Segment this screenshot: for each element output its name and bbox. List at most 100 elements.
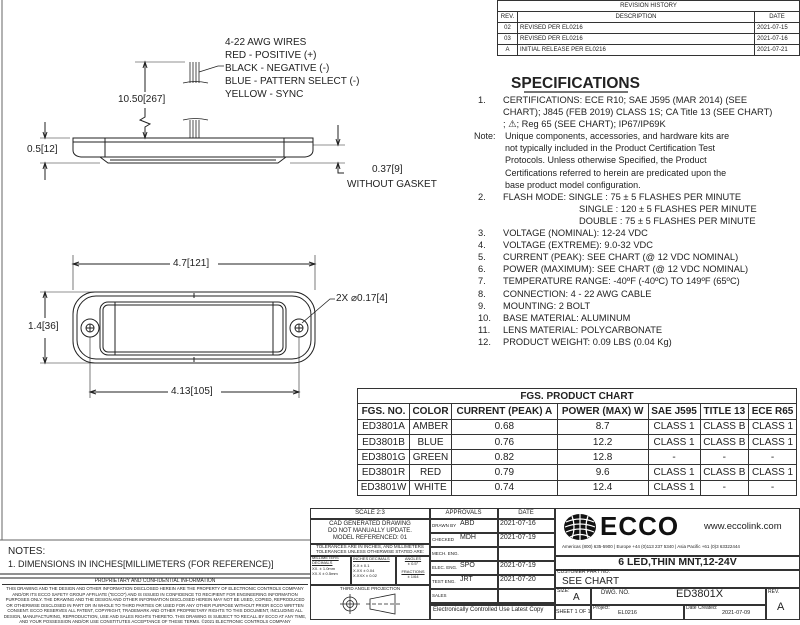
date-created: 2021-07-09 xyxy=(722,610,751,616)
column-header: FGS. NO. xyxy=(356,403,411,420)
spec-item: 7.TEMPERATURE RANGE: -40ºF (-40ºC) TO 14… xyxy=(478,276,740,287)
approval-date: 2021-07-16 xyxy=(500,520,536,527)
table-cell: 0.82 xyxy=(450,449,558,466)
size-label: SIZE: xyxy=(557,588,570,594)
height-without-gasket-dimension: 0.37[9] xyxy=(372,164,403,175)
column-header: POWER (MAX) W xyxy=(556,403,649,420)
customer-part-label: CUSTOMER PART NO. xyxy=(557,569,610,575)
approval-role: DRAWN BY xyxy=(432,523,457,528)
top-view xyxy=(40,255,335,398)
spec-item: 9.MOUNTING: 2 BOLT xyxy=(478,300,591,311)
table-cell: 9.6 xyxy=(556,464,649,481)
table-cell: CLASS B xyxy=(699,464,750,481)
website-link[interactable]: www.eccolink.com xyxy=(704,521,782,532)
table-cell: WHITE xyxy=(409,479,452,497)
table-cell: - xyxy=(699,449,750,466)
wire-callout: 4-22 AWG WIRES RED - POSITIVE (+) BLACK … xyxy=(225,36,359,101)
spec-item: 8.CONNECTION: 4 - 22 AWG CABLE xyxy=(478,288,652,299)
table-cell: - xyxy=(699,479,750,497)
wire-blue: BLUE - PATTERN SELECT (-) xyxy=(225,76,360,87)
header-date: DATE xyxy=(754,11,800,23)
wire-length-dimension: 10.50[267] xyxy=(118,94,166,105)
column-header: COLOR xyxy=(409,403,452,420)
table-cell: AMBER xyxy=(409,418,452,435)
wire-yellow: YELLOW - SYNC xyxy=(225,89,304,100)
notes: NOTES: 1. DIMENSIONS IN INCHES[MILLIMETE… xyxy=(8,545,274,571)
table-cell: - xyxy=(647,449,701,466)
revision-history-title: REVISION HISTORY xyxy=(497,0,800,12)
spec-item: 11.LENS MATERIAL: POLYCARBONATE xyxy=(478,324,663,335)
spec-item: 10.BASE MATERIAL: ALUMINUM xyxy=(478,312,631,323)
date-created-label: Date Created: xyxy=(686,605,718,611)
table-cell: ED3801W xyxy=(356,479,411,497)
side-view xyxy=(40,60,345,180)
table-cell: CLASS B xyxy=(699,418,750,435)
product-chart-title: FGS. PRODUCT CHART xyxy=(357,387,797,405)
table-cell: 12.8 xyxy=(556,449,649,466)
customer-part-number: SEE CHART xyxy=(562,575,620,587)
approvals-header: APPROVALS xyxy=(445,510,482,516)
table-cell: 0.68 xyxy=(450,418,558,435)
drawing-number-label: DWG. NO. xyxy=(601,590,630,596)
table-cell: ED3801R xyxy=(356,464,411,481)
contact-numbers: Americas (800) 635-5900 | Europe +44 (0)… xyxy=(562,544,740,549)
certification-note: Note:Unique components, accessories, and… xyxy=(474,131,730,190)
approval-role: CHECKED xyxy=(432,537,455,542)
ecco-brand: ECCO xyxy=(600,511,680,541)
column-header: ECE R65 xyxy=(748,403,797,420)
table-cell: RED xyxy=(409,464,452,481)
hole-diameter-callout: 2X ⌀0.17[4] xyxy=(336,293,388,304)
height-dimension: 0.5[12] xyxy=(27,144,58,155)
note-item: 1. DIMENSIONS IN INCHES[MILLIMETERS (FOR… xyxy=(8,559,274,569)
table-cell: CLASS 1 xyxy=(647,479,701,497)
column-header: CURRENT (PEAK) A xyxy=(450,403,558,420)
scale: SCALE 2:3 xyxy=(355,510,385,516)
approval-date: 2021-07-19 xyxy=(500,534,536,541)
spec-item: 4.VOLTAGE (EXTREME): 9.0-32 VDC xyxy=(478,240,653,251)
approval-date: 2021-07-19 xyxy=(500,562,536,569)
table-cell: 0.74 xyxy=(450,479,558,497)
table-cell: BLUE xyxy=(409,433,452,451)
approval-role: SALES xyxy=(432,593,447,598)
controlled-copy-notice: Electronically Controlled Use Latest Cop… xyxy=(433,607,544,613)
table-cell: 0.79 xyxy=(450,464,558,481)
tolerance-angles: ANGLES± 0.5°FRACTIONS± 1/64 xyxy=(401,556,425,579)
approval-date: 2021-07-20 xyxy=(500,576,536,583)
notes-title: NOTES: xyxy=(8,546,46,557)
table-cell: - xyxy=(748,449,797,466)
size-value: A xyxy=(573,592,580,603)
approval-initials: MDH xyxy=(460,534,476,541)
without-gasket-label: WITHOUT GASKET xyxy=(347,179,437,190)
ecco-logo-icon xyxy=(564,514,596,540)
specifications-list: 1.CERTIFICATIONS: ECE R10; SAE J595 (MAR… xyxy=(474,94,796,348)
part-description: 6 LED,THIN MNT,12-24V xyxy=(618,556,737,568)
width-dimension: 1.4[36] xyxy=(28,321,59,332)
table-cell: 8.7 xyxy=(556,418,649,435)
table-cell: CLASS 1 xyxy=(748,418,797,435)
table-cell: 0.76 xyxy=(450,433,558,451)
spec-item: 5.CURRENT (PEAK): SEE CHART (@ 12 VDC NO… xyxy=(478,252,739,263)
table-cell: ED3801G xyxy=(356,449,411,466)
table-cell: ED3801A xyxy=(356,418,411,435)
drawing-number: ED3801X xyxy=(676,588,724,600)
table-cell: CLASS B xyxy=(699,433,750,451)
sheet-number: SHEET 1 OF 1 xyxy=(556,609,591,615)
projection-label: THIRD ANGLE PROJECTION xyxy=(339,586,401,591)
tolerance-notice: TOLERANCES ARE IN INCHES, AND MILLIMETER… xyxy=(316,544,424,554)
table-cell: ED3801B xyxy=(356,433,411,451)
rev-label: REV. xyxy=(768,589,780,595)
date-header: DATE xyxy=(518,510,534,516)
length-dimension: 4.7[121] xyxy=(173,258,210,269)
approval-initials: SPO xyxy=(460,562,475,569)
wire-spec: 4-22 AWG WIRES xyxy=(225,37,307,48)
hole-spacing-dimension: 4.13[105] xyxy=(171,386,213,397)
